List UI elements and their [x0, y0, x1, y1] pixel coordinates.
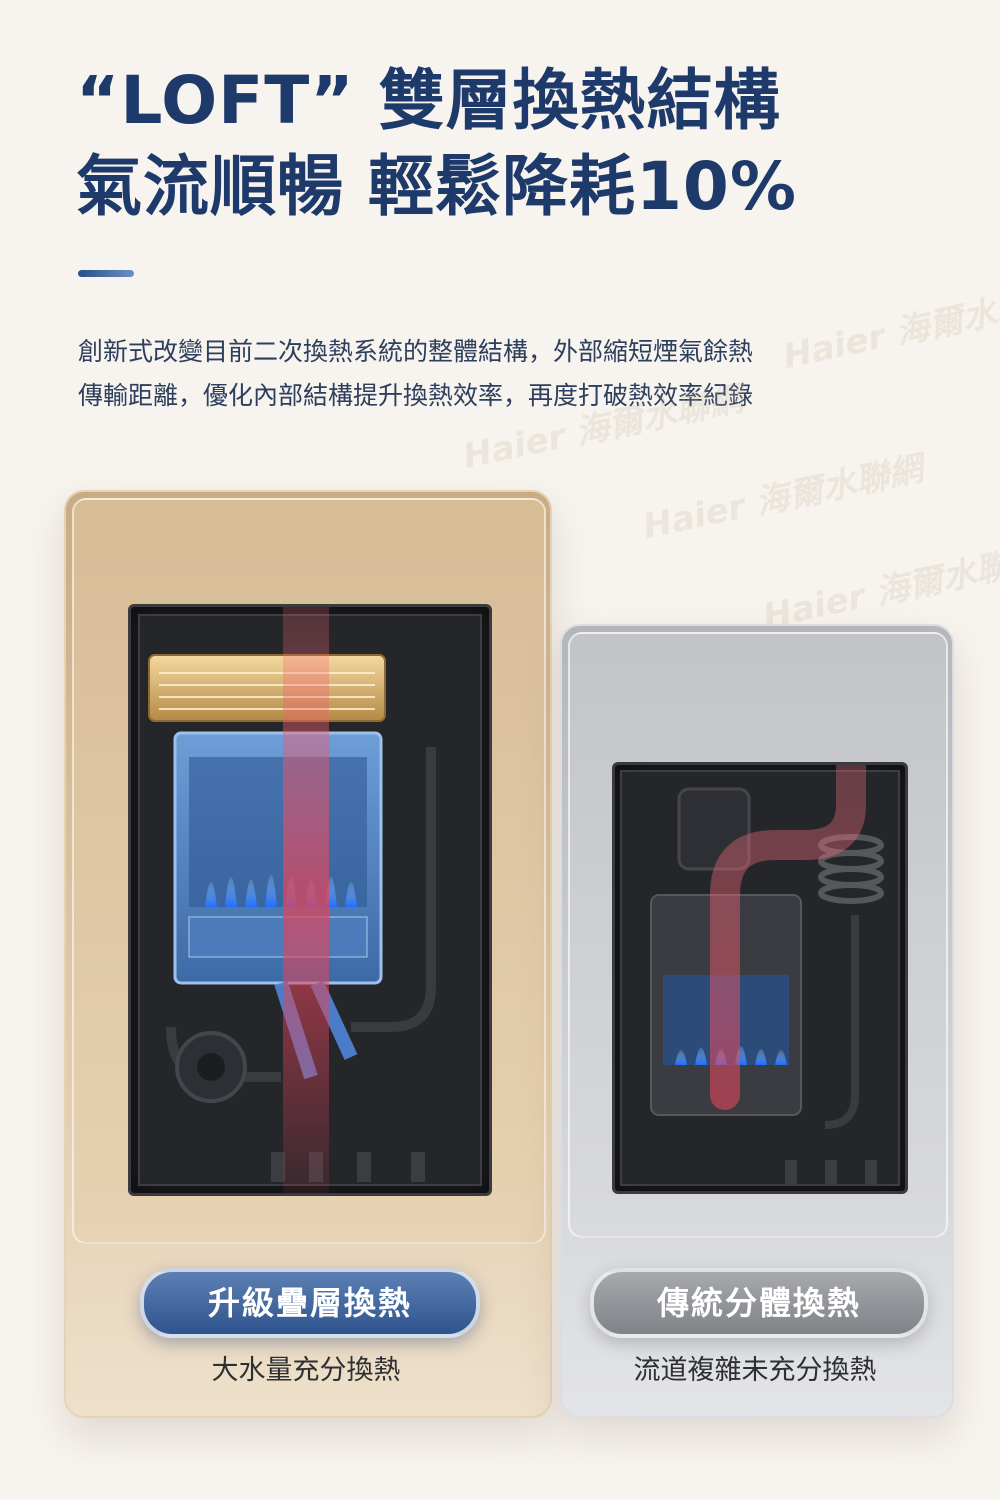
intro-text: 創新式改變目前二次換熱系統的整體結構，外部縮短煙氣餘熱 傳輸距離，優化內部結構提…	[78, 330, 938, 418]
traditional-caption: 流道複雜未充分換熱	[633, 1355, 877, 1386]
watermark: Haier 海爾水聯網	[639, 448, 927, 548]
watermark: Haier 海爾水聯網	[759, 538, 1000, 638]
upgraded-heater-illustration	[128, 604, 492, 1196]
page-title: “LOFT” 雙層換熱結構 氣流順暢 輕鬆降耗10%	[76, 58, 976, 230]
traditional-label-badge: 傳統分體換熱	[590, 1268, 928, 1338]
intro-line-2: 傳輸距離，優化內部結構提升換熱效率，再度打破熱效率紀錄	[78, 381, 754, 410]
title-line-1: “LOFT” 雙層換熱結構	[76, 62, 781, 139]
intro-line-1: 創新式改變目前二次換熱系統的整體結構，外部縮短煙氣餘熱	[78, 337, 754, 366]
traditional-heater-svg	[620, 750, 900, 1186]
upgraded-label-badge: 升級疊層換熱	[140, 1268, 480, 1338]
accent-divider	[78, 270, 134, 277]
upgraded-caption: 大水量充分換熱	[211, 1355, 401, 1386]
upgraded-heater-svg	[138, 607, 482, 1193]
traditional-heater-illustration	[612, 750, 908, 1194]
title-line-2: 氣流順暢 輕鬆降耗10%	[76, 148, 797, 225]
